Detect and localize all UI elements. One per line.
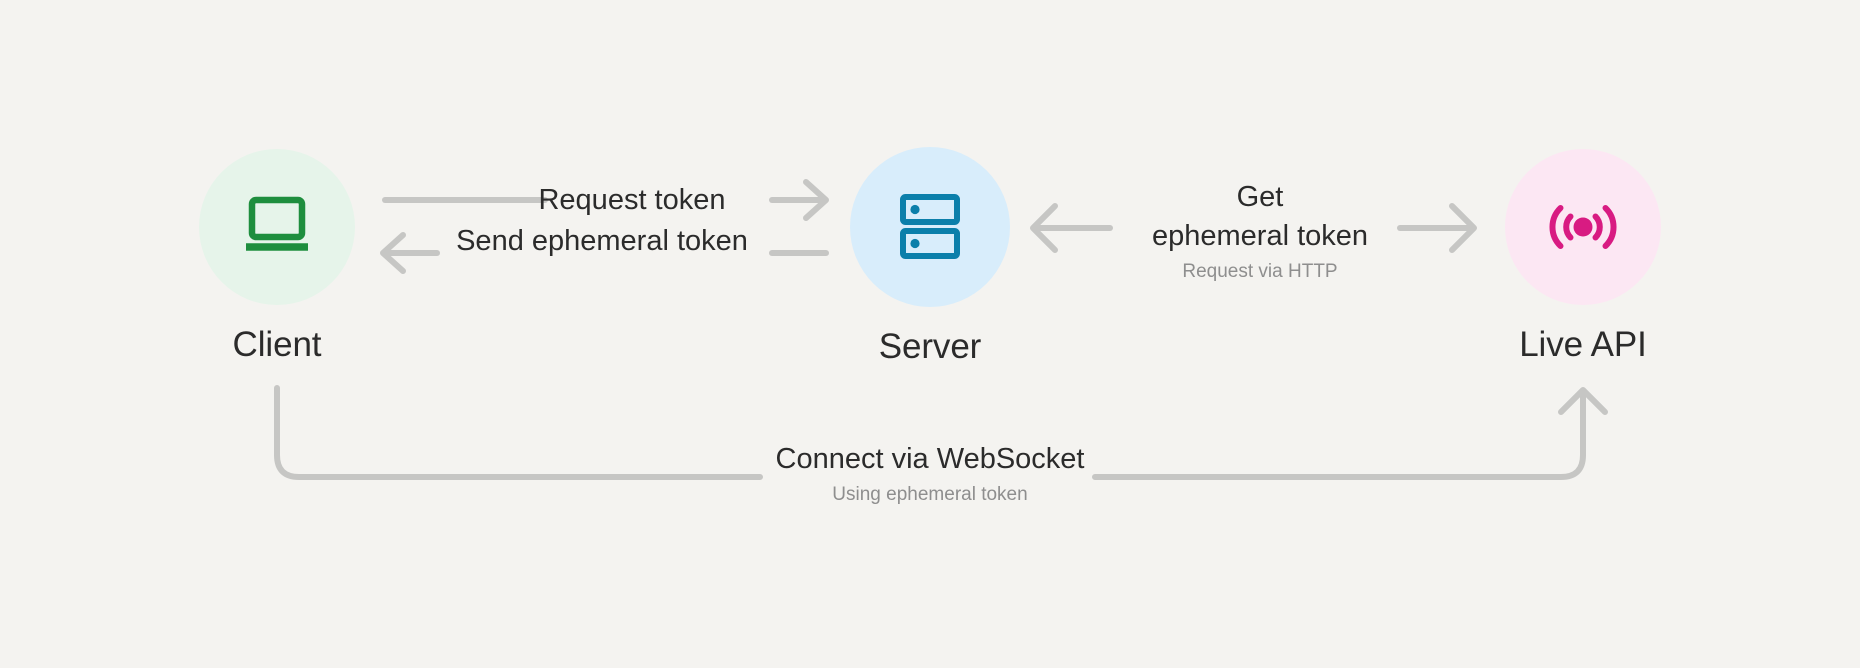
client-label: Client bbox=[232, 325, 322, 364]
node-server[interactable]: Server bbox=[830, 147, 1030, 368]
edge-label-send-ephemeral-token: Send ephemeral token bbox=[372, 222, 832, 261]
live-api-label: Live API bbox=[1519, 325, 1647, 364]
get-ephemeral-token-subtitle: Request via HTTP bbox=[1182, 261, 1338, 282]
server-label: Server bbox=[878, 327, 982, 366]
get-ephemeral-token-arrow-icon bbox=[1030, 203, 1113, 253]
node-live-api[interactable]: Live API bbox=[1483, 149, 1683, 366]
edge-label-get-ephemeral-token: Get ephemeral token Request via HTTP bbox=[1110, 178, 1410, 285]
edge-label-connect-websocket: Connect via WebSocket Using ephemeral to… bbox=[680, 440, 1180, 508]
get-ephemeral-token-title-line2: ephemeral token bbox=[1151, 220, 1369, 252]
websocket-arrowhead-icon bbox=[1558, 387, 1608, 415]
live-api-request-arrow-icon bbox=[1397, 203, 1477, 253]
client-circle bbox=[199, 149, 355, 305]
edge-label-request-token: Request token bbox=[432, 181, 832, 220]
server-circle bbox=[850, 147, 1010, 307]
get-ephemeral-token-title-line1: Get bbox=[1236, 181, 1284, 213]
request-token-title: Request token bbox=[538, 184, 726, 216]
laptop-icon bbox=[246, 196, 308, 251]
node-client[interactable]: Client bbox=[177, 149, 377, 366]
live-api-circle bbox=[1505, 149, 1661, 305]
server-rack-icon bbox=[900, 194, 960, 259]
broadcast-signal-icon bbox=[1549, 205, 1617, 249]
connect-websocket-subtitle: Using ephemeral token bbox=[832, 484, 1028, 505]
connect-websocket-title: Connect via WebSocket bbox=[775, 443, 1085, 475]
send-ephemeral-token-title: Send ephemeral token bbox=[456, 225, 748, 257]
